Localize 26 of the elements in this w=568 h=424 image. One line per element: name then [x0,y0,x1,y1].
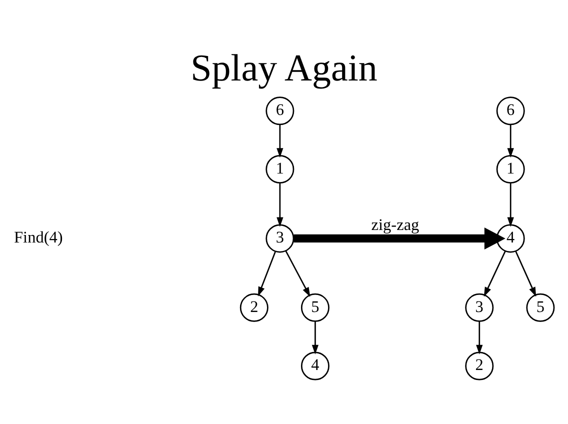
arrow [294,227,506,250]
diagram-title: Splay Again [190,47,378,90]
arrow [312,321,319,354]
arrow [276,124,284,158]
arrow [258,251,276,296]
node-circle: 4 [300,352,330,380]
node-circle: 3 [465,293,494,322]
arrow [484,251,506,297]
arrow [515,251,536,297]
node-circle: 6 [266,96,294,126]
node-circle: 4 [496,224,525,253]
edge-label: zig-zag [371,214,420,234]
node-circle: 2 [240,293,268,322]
node-circle: 3 [266,224,294,253]
node-circle: 6 [496,96,525,126]
arrow [507,124,514,158]
arrow [285,250,310,297]
arrow [476,321,483,354]
node-circle: 2 [465,352,494,380]
node-circle: 1 [266,155,294,184]
arrow [276,183,284,227]
node-circle: 5 [300,293,330,322]
node-circle: 5 [526,293,555,322]
node-circle: 1 [496,155,525,184]
label: Find(4) [14,228,63,247]
arrow [507,183,514,227]
